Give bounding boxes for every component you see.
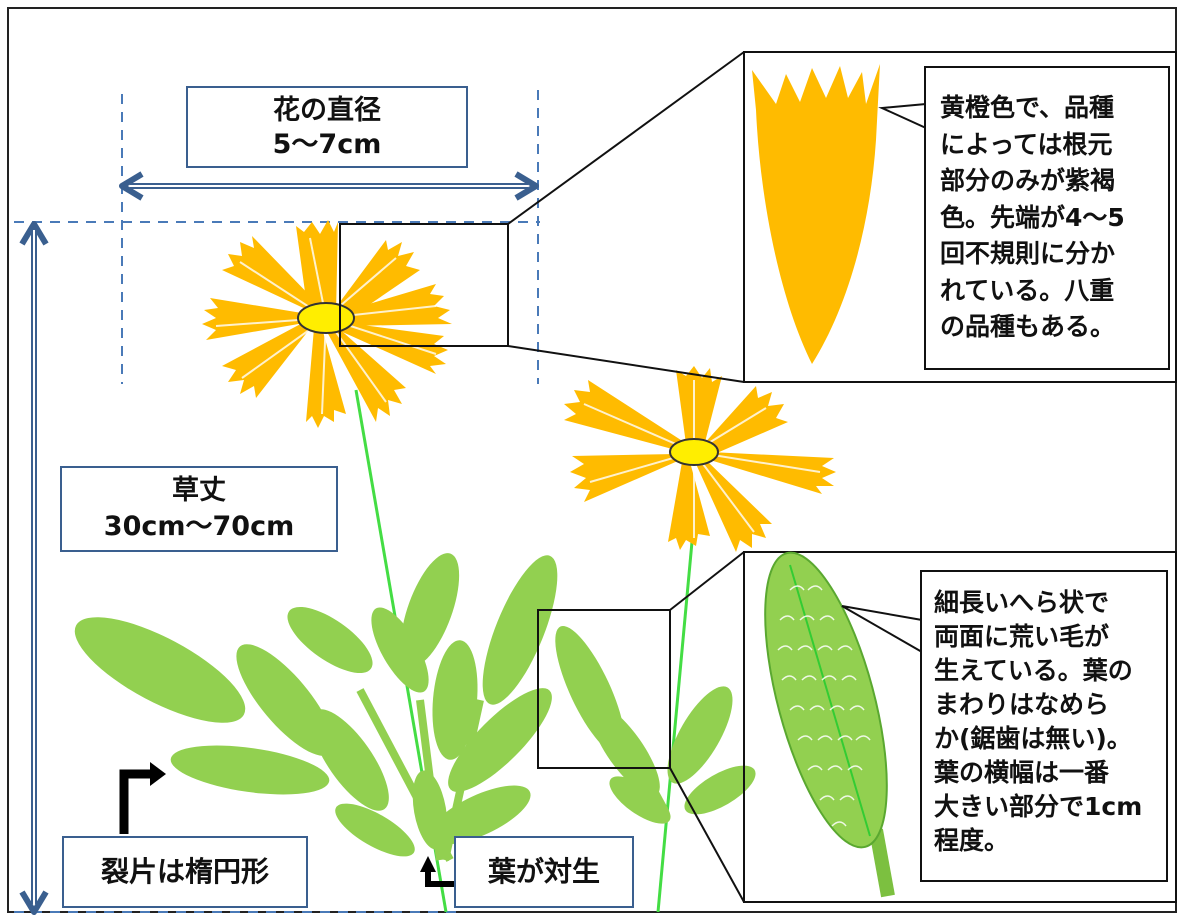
outer-frame (7, 7, 1177, 913)
leaf-description: 細長いへら状で 両面に荒い毛が 生えている。葉の まわりはなめら か(鋸歯は無い… (920, 570, 1168, 882)
flower-diameter-label: 花の直径 5～7cm (186, 86, 468, 168)
leaf-note-line: 両面に荒い毛が (934, 622, 1110, 651)
leaf-note-line: 生えている。葉の (934, 656, 1133, 685)
plant-height-label: 草丈 30cm～70cm (60, 466, 338, 552)
dashed-guides (14, 90, 540, 913)
leaves-right (555, 625, 756, 824)
leaf-note-line: まわりはなめら (934, 690, 1110, 719)
plant-height-title: 草丈 (172, 475, 226, 506)
leaf-note-line: か(鋸歯は無い)。 (934, 724, 1132, 753)
plant-height-value: 30cm～70cm (103, 511, 295, 542)
leaves-left (74, 553, 558, 862)
opposite-leaf-arrow (420, 856, 456, 887)
petal-note-line: 色。先端が4～5 (940, 202, 1125, 232)
petal-description: 黄橙色で、品種 によっては根元 部分のみが紫褐 色。先端が4～5 回不規則に分か… (924, 66, 1170, 370)
petal-note-line: 黄橙色で、品種 (940, 93, 1115, 122)
flower-lower-right (564, 366, 836, 552)
flower-diameter-value: 5～7cm (272, 129, 382, 160)
leaf-note-line: 葉の横幅は一番 (934, 758, 1110, 787)
flower-diameter-title: 花の直径 (273, 95, 381, 126)
zoom-petal-callout (339, 51, 1177, 383)
flower-upper-left (202, 220, 452, 428)
petal-note-line: の品種もある。 (940, 312, 1116, 341)
petal-note-line: によっては根元 (940, 129, 1113, 159)
height-arrow (19, 221, 49, 915)
petal-note-line: れている。八重 (940, 275, 1115, 305)
leaf-note-line: 大きい部分で1cm (934, 792, 1143, 821)
leaf-lobe-label: 裂片は楕円形 (62, 836, 308, 908)
leaf-note-line: 程度。 (934, 826, 1010, 855)
diameter-arrow (119, 171, 539, 201)
petal-note-line: 回不規則に分か (940, 239, 1116, 268)
zoom-leaf-callout (537, 551, 1177, 903)
enlarged-leaf (764, 551, 895, 898)
petal-note-line: 部分のみが紫褐 (940, 166, 1116, 195)
leaf-note-line: 細長いへら状で (934, 588, 1110, 617)
leaf-lobe-arrow (119, 762, 166, 834)
enlarged-petal (752, 64, 880, 364)
opposite-leaves-label: 葉が対生 (454, 836, 634, 908)
